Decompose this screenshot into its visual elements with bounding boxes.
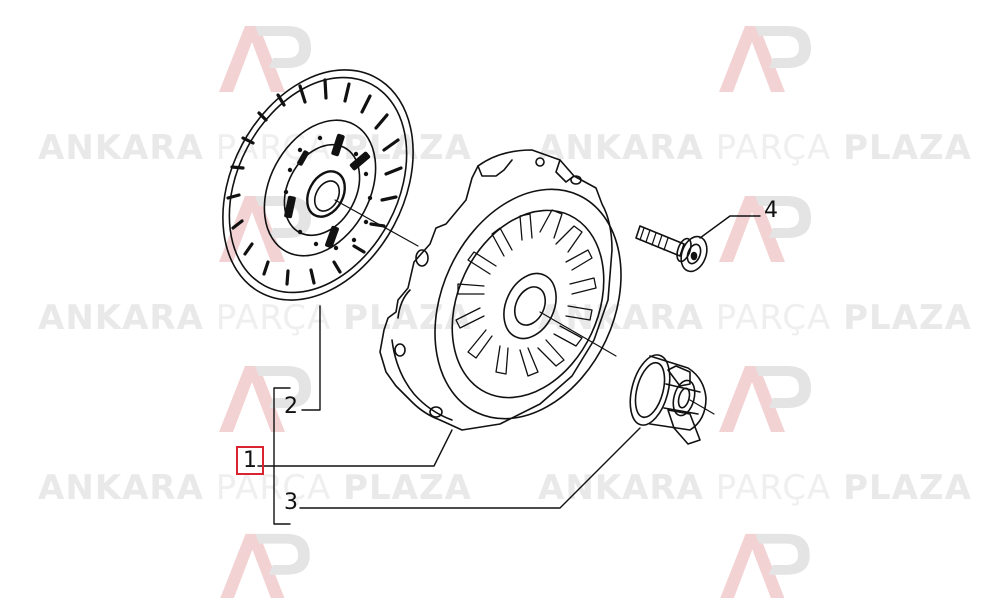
- watermark-text: ANKARA PARÇA PLAZA: [538, 298, 972, 338]
- ap-logo-watermark: [719, 26, 811, 92]
- watermark-text: ANKARA PARÇA PLAZA: [38, 298, 472, 338]
- callout-label-4: 4: [764, 198, 778, 223]
- watermark-text: ANKARA PARÇA PLAZA: [38, 468, 472, 508]
- ap-logo-watermark: [219, 196, 311, 262]
- ap-logo-watermark: [219, 366, 311, 432]
- release-bearing: [629, 354, 707, 445]
- callout-label-1: 1: [236, 446, 264, 475]
- ap-logo-watermark: [220, 533, 310, 599]
- ap-logo-watermark: [719, 196, 811, 262]
- watermark-text: ANKARA PARÇA PLAZA: [538, 468, 972, 508]
- watermark-text: ANKARA PARÇA PLAZA: [538, 128, 972, 168]
- callout-label-3: 3: [284, 490, 298, 515]
- pressure-plate: [379, 149, 622, 431]
- clutch-disc: [222, 69, 414, 301]
- ap-logo-watermark: [720, 533, 810, 599]
- ap-logo-watermark: [719, 366, 811, 432]
- callout-label-2: 2: [284, 394, 298, 419]
- ap-logo-watermark: [219, 26, 311, 92]
- bolt: [635, 225, 708, 273]
